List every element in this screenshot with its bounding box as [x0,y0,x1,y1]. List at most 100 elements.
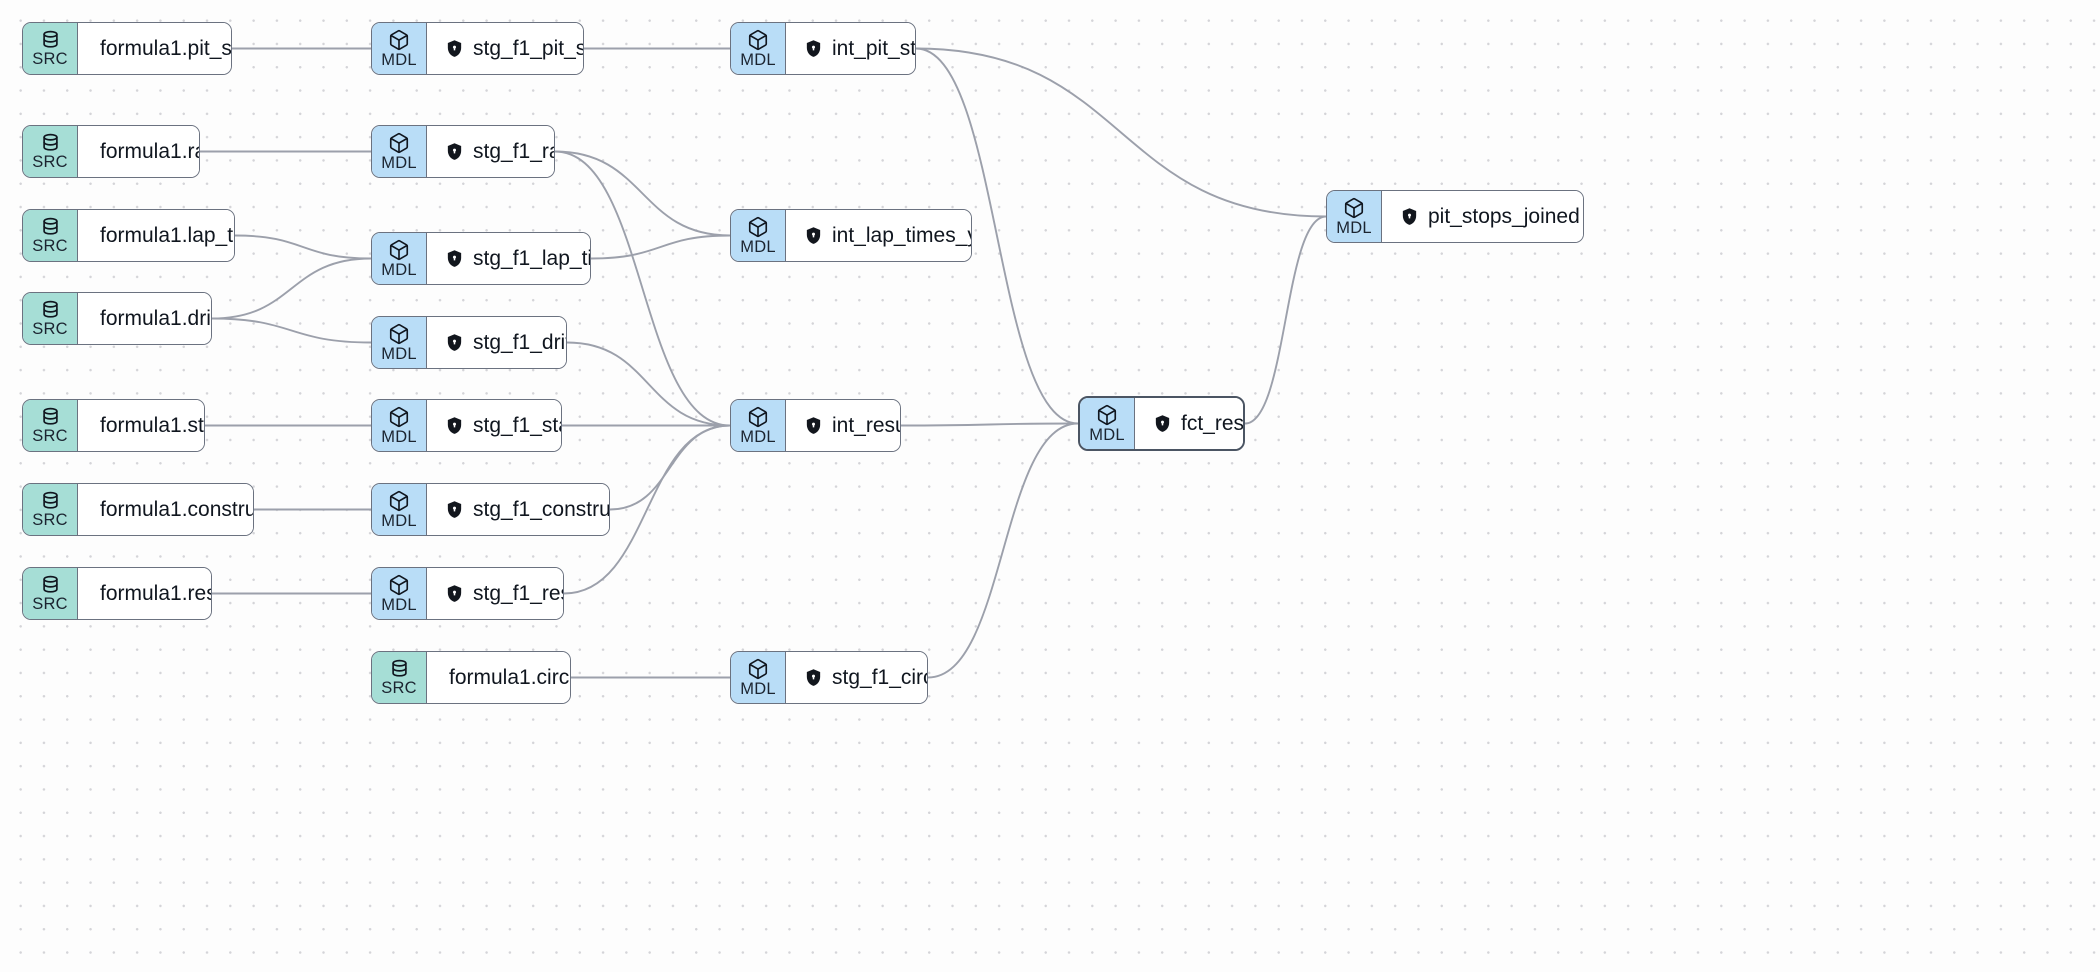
graph-node-int_results[interactable]: MDL int_results [730,399,901,452]
edge-stg_drivers-to-int_results [566,341,731,427]
model-badge: MDL [372,568,427,619]
shield-lock-icon [1400,207,1419,226]
node-body: formula1.status [78,400,204,451]
node-label: stg_f1_pit_stops [473,37,584,60]
model-badge: MDL [731,652,786,703]
node-label: formula1.status [100,414,204,437]
node-label: formula1.lap_times [100,224,234,247]
node-label: int_results [832,414,900,437]
edge-stg_circuits-to-fct_results [927,422,1079,679]
graph-node-src_lap_times[interactable]: SRC formula1.lap_times [22,209,235,262]
shield-lock-icon [804,226,823,245]
model-badge: MDL [1080,398,1135,449]
graph-node-stg_results[interactable]: MDL stg_f1_results [371,567,564,620]
node-label: formula1.drivers [100,307,211,330]
badge-label: SRC [32,320,68,338]
graph-node-fct_results[interactable]: MDL fct_results [1078,396,1245,451]
model-badge: MDL [372,126,427,177]
node-label: fct_results [1181,412,1245,435]
cube-icon [388,29,410,51]
badge-label: MDL [740,237,776,256]
cube-icon [1096,404,1118,426]
shield-lock-icon [445,39,464,58]
graph-node-src_races[interactable]: SRC formula1.races [22,125,200,178]
graph-node-stg_drivers[interactable]: MDL stg_f1_drivers [371,316,567,369]
node-body: formula1.races [78,126,199,177]
database-icon [40,490,61,511]
node-body: stg_f1_constructors [427,484,610,535]
badge-label: MDL [740,50,776,69]
badge-label: MDL [1336,218,1372,237]
shield-lock-icon [445,142,464,161]
source-badge: SRC [372,652,427,703]
node-body: formula1.constructors [78,484,253,535]
database-icon [40,216,61,237]
cube-icon [747,658,769,680]
cube-icon [388,406,410,428]
edge-stg_races-to-int_lap_times_years [554,150,731,237]
node-body: formula1.pit_stops [78,23,231,74]
shield-lock-icon [445,416,464,435]
graph-node-src_drivers[interactable]: SRC formula1.drivers [22,292,212,345]
shield-lock-icon [445,249,464,268]
cube-icon [388,323,410,345]
cube-icon [388,574,410,596]
database-icon [389,658,410,679]
badge-label: MDL [381,344,417,363]
node-label: formula1.constructors [100,498,253,521]
cube-icon [747,216,769,238]
source-badge: SRC [23,293,78,344]
node-label: stg_f1_constructors [473,498,610,521]
node-body: stg_f1_results [427,568,563,619]
node-label: stg_f1_circuits [832,666,927,689]
model-badge: MDL [731,23,786,74]
graph-node-stg_constructors[interactable]: MDL stg_f1_constructors [371,483,610,536]
node-label: formula1.races [100,140,199,163]
node-label: stg_f1_races [473,140,554,163]
node-label: stg_f1_results [473,582,563,605]
node-label: int_pit_stops [832,37,916,60]
node-body: int_results [786,400,900,451]
model-badge: MDL [372,484,427,535]
edge-stg_races-to-int_results [554,150,731,427]
edge-int_results-to-fct_results [900,422,1079,427]
node-body: stg_f1_pit_stops [427,23,584,74]
badge-label: MDL [381,260,417,279]
badge-label: MDL [381,511,417,530]
model-badge: MDL [372,317,427,368]
graph-node-int_pit_stops[interactable]: MDL int_pit_stops [730,22,916,75]
edge-src_drivers-to-stg_lap_times [211,257,372,320]
model-badge: MDL [372,23,427,74]
source-badge: SRC [23,126,78,177]
model-badge: MDL [731,400,786,451]
node-body: stg_f1_drivers [427,317,566,368]
graph-node-stg_races[interactable]: MDL stg_f1_races [371,125,555,178]
node-body: pit_stops_joined [1382,191,1583,242]
badge-label: MDL [381,50,417,69]
badge-label: MDL [740,427,776,446]
database-icon [40,132,61,153]
cube-icon [388,490,410,512]
graph-node-pit_stops_joined[interactable]: MDL pit_stops_joined [1326,190,1584,243]
badge-label: SRC [32,153,68,171]
database-icon [40,574,61,595]
graph-node-stg_circuits[interactable]: MDL stg_f1_circuits [730,651,928,704]
database-icon [40,406,61,427]
graph-node-stg_pit_stops[interactable]: MDL stg_f1_pit_stops [371,22,584,75]
model-badge: MDL [1327,191,1382,242]
node-body: int_pit_stops [786,23,916,74]
model-badge: MDL [372,233,427,284]
badge-label: SRC [32,237,68,255]
shield-lock-icon [804,39,823,58]
badge-label: MDL [381,153,417,172]
edge-int_pit_stops-to-pit_stops_joined [915,47,1327,218]
